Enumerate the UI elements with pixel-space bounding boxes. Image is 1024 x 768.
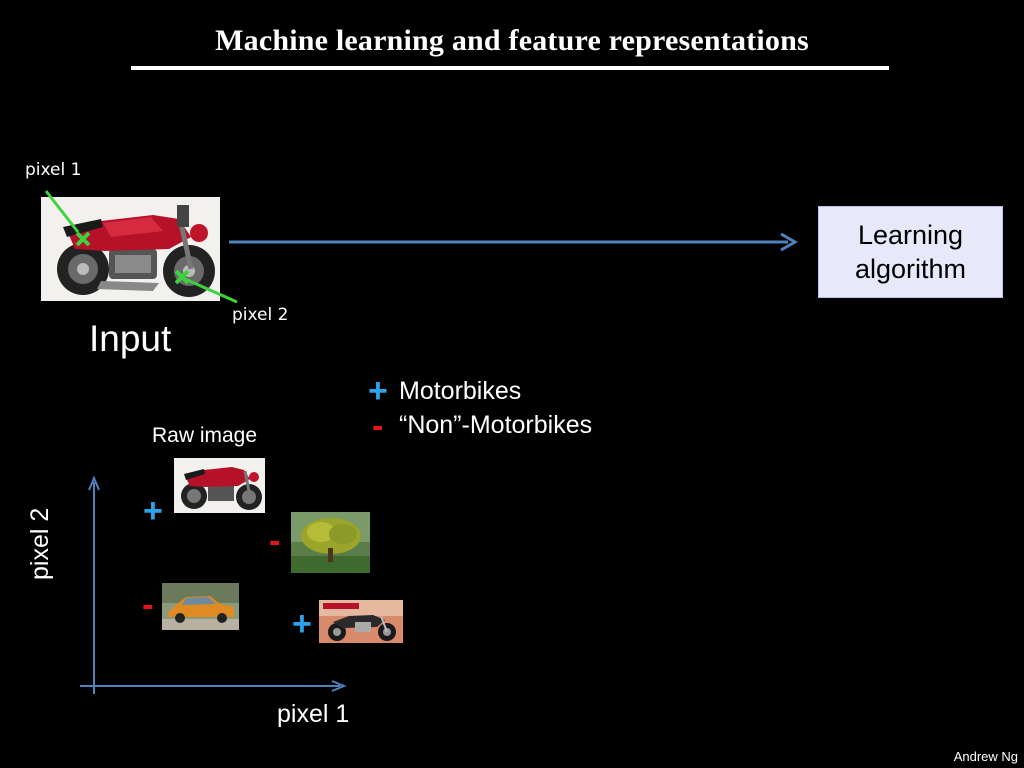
- title-underline: [131, 66, 889, 70]
- plot-point-symbol-plus: +: [143, 492, 163, 530]
- legend-plus-label: Motorbikes: [399, 377, 522, 405]
- thumbnail-car-image: [162, 583, 239, 630]
- x-axis-label: pixel 1: [277, 700, 350, 728]
- pixel2-label: pixel 2: [232, 305, 289, 325]
- author-credit: Andrew Ng: [953, 749, 1018, 764]
- legend-minus-icon: -: [372, 407, 384, 445]
- pixel2-pointer-line: [184, 277, 238, 304]
- plot-point-symbol-plus: +: [292, 605, 312, 643]
- thumbnail-cruiser-motorbike-image: [319, 600, 403, 643]
- plot-point-symbol-minus: -: [269, 522, 281, 560]
- y-axis-label: pixel 2: [26, 507, 54, 580]
- plot-axes: [80, 475, 347, 694]
- legend-minus-label: “Non”-Motorbikes: [399, 411, 593, 439]
- slide-title: Machine learning and feature representat…: [215, 24, 809, 57]
- thumbnail-motorbike-image: [174, 458, 265, 513]
- input-motorbike-image: [41, 197, 220, 301]
- pixel1-pointer-line: [44, 190, 80, 233]
- pixel2-marker: [174, 269, 190, 285]
- plot-point-symbol-minus: -: [142, 586, 154, 624]
- learning-algorithm-label: Learning algorithm: [854, 220, 967, 284]
- input-label: Input: [89, 318, 172, 359]
- learning-algorithm-box: Learning algorithm: [818, 206, 1003, 298]
- pixel1-marker: [75, 231, 91, 247]
- thumbnail-tree-image: [291, 512, 370, 573]
- raw-image-label: Raw image: [152, 424, 258, 447]
- input-to-learning-arrow: [229, 232, 799, 252]
- pixel1-label: pixel 1: [25, 160, 82, 180]
- legend-plus-icon: +: [368, 372, 388, 410]
